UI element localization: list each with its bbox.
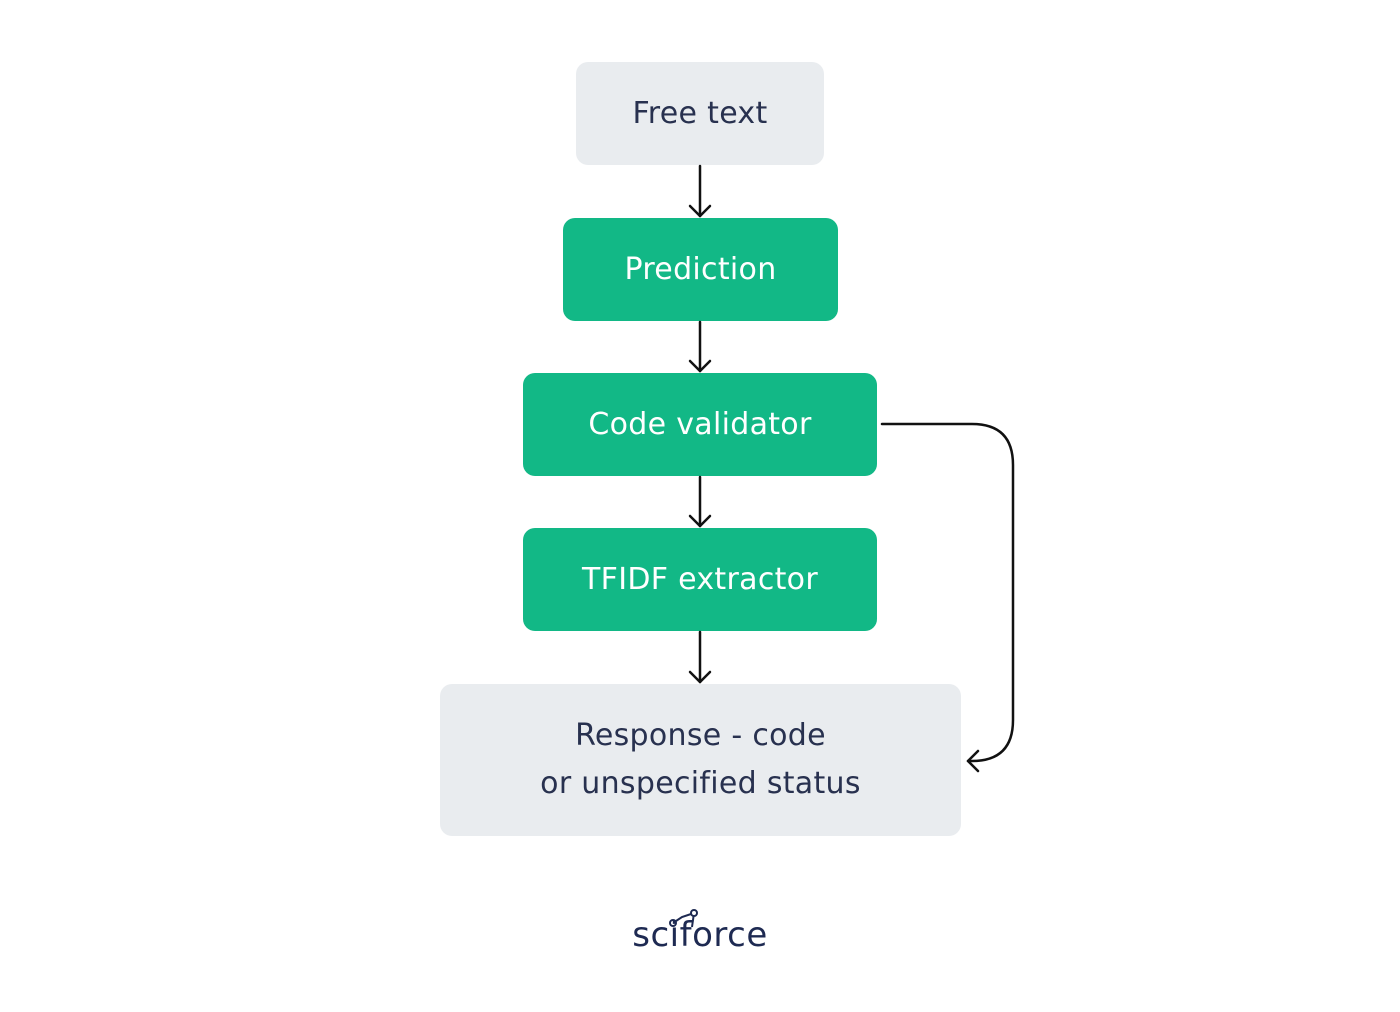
logo-text: sciforce	[632, 915, 768, 955]
tfidf-extractor-node: TFIDF extractor	[523, 528, 877, 631]
response-label-line-2: or unspecified status	[540, 766, 861, 801]
arrow-prediction-to-code-validator	[688, 320, 712, 373]
prediction-node: Prediction	[563, 218, 838, 321]
arrow-free-text-to-prediction	[688, 164, 712, 218]
arrow-tfidf-extractor-to-response	[688, 630, 712, 684]
logo-network-icon	[669, 909, 698, 928]
free-text-node: Free text	[576, 62, 824, 165]
prediction-label: Prediction	[624, 251, 777, 287]
code-validator-node: Code validator	[523, 373, 877, 476]
code-validator-label: Code validator	[588, 406, 812, 442]
response-node: Response - code or unspecified status	[440, 684, 961, 836]
tfidf-extractor-label: TFIDF extractor	[582, 561, 818, 597]
free-text-label: Free text	[632, 95, 768, 131]
sciforce-logo: sciforce	[600, 905, 800, 961]
response-label-line-1: Response - code	[575, 718, 826, 753]
arrow-code-validator-to-tfidf-extractor	[688, 475, 712, 528]
